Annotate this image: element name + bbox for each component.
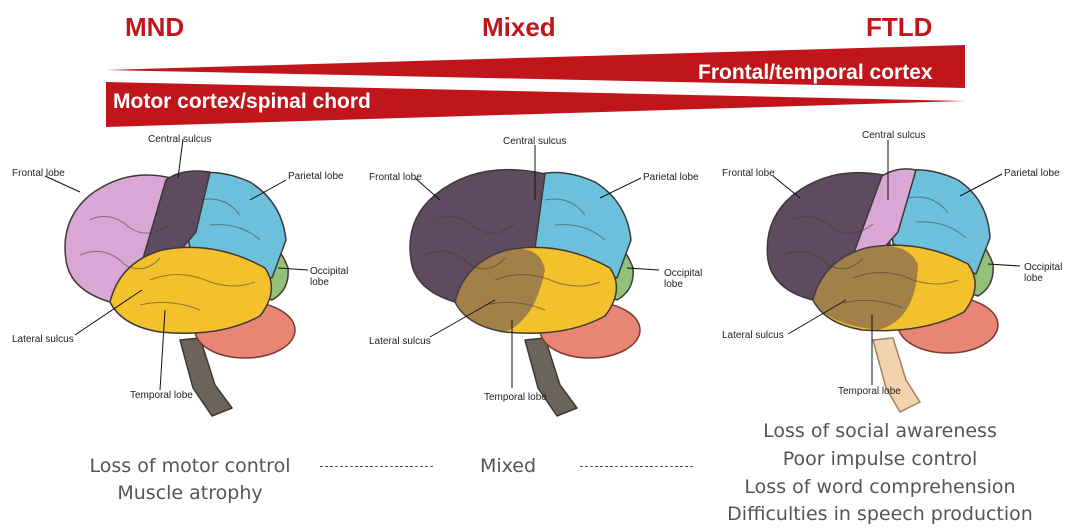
label-central-sulcus-mnd: Central sulcus [148,134,211,145]
label-occipital-lobe-mixed-1: Occipital [664,268,702,279]
symptom-ftld-2: Poor impulse control [720,446,1040,473]
brainstem-ftld [873,338,920,412]
label-parietal-lobe-ftld: Parietal lobe [1004,168,1060,179]
label-lateral-sulcus-mixed: Lateral sulcus [369,336,431,347]
label-lateral-sulcus-mnd: Lateral sulcus [12,334,74,345]
wedge-label-frontal-temporal: Frontal/temporal cortex [698,61,933,85]
label-parietal-lobe-mixed: Parietal lobe [643,172,699,183]
brain-mnd [50,140,350,440]
label-frontal-lobe-mixed: Frontal lobe [369,172,422,183]
label-occipital-lobe-mnd-2: lobe [310,277,329,288]
label-frontal-lobe-ftld: Frontal lobe [722,168,775,179]
label-occipital-lobe-mixed-2: lobe [664,279,683,290]
label-occipital-lobe-ftld-1: Occipital [1024,262,1062,273]
label-central-sulcus-ftld: Central sulcus [862,130,925,141]
symptom-mixed: Mixed [450,453,566,480]
label-temporal-lobe-mixed: Temporal lobe [484,392,547,403]
label-parietal-lobe-mnd: Parietal lobe [288,171,344,182]
symptom-ftld-3: Loss of word comprehension [720,474,1040,501]
symptom-ftld-1: Loss of social awareness [720,418,1040,445]
wedge-label-motor-spinal: Motor cortex/spinal chord [113,90,371,114]
label-lateral-sulcus-ftld: Lateral sulcus [722,330,784,341]
symptom-ftld-4: Difficulties in speech production [720,501,1040,528]
label-temporal-lobe-ftld: Temporal lobe [838,386,901,397]
label-temporal-lobe-mnd: Temporal lobe [130,390,193,401]
label-frontal-lobe-mnd: Frontal lobe [12,168,65,179]
dashed-connector-left [320,466,433,467]
symptom-mnd-2: Muscle atrophy [60,480,320,507]
symptom-mnd-1: Loss of motor control [60,453,320,480]
dashed-connector-right [580,466,693,467]
label-occipital-lobe-mnd-1: Occipital [310,266,348,277]
label-central-sulcus-mixed: Central sulcus [503,136,566,147]
label-occipital-lobe-ftld-2: lobe [1024,273,1043,284]
